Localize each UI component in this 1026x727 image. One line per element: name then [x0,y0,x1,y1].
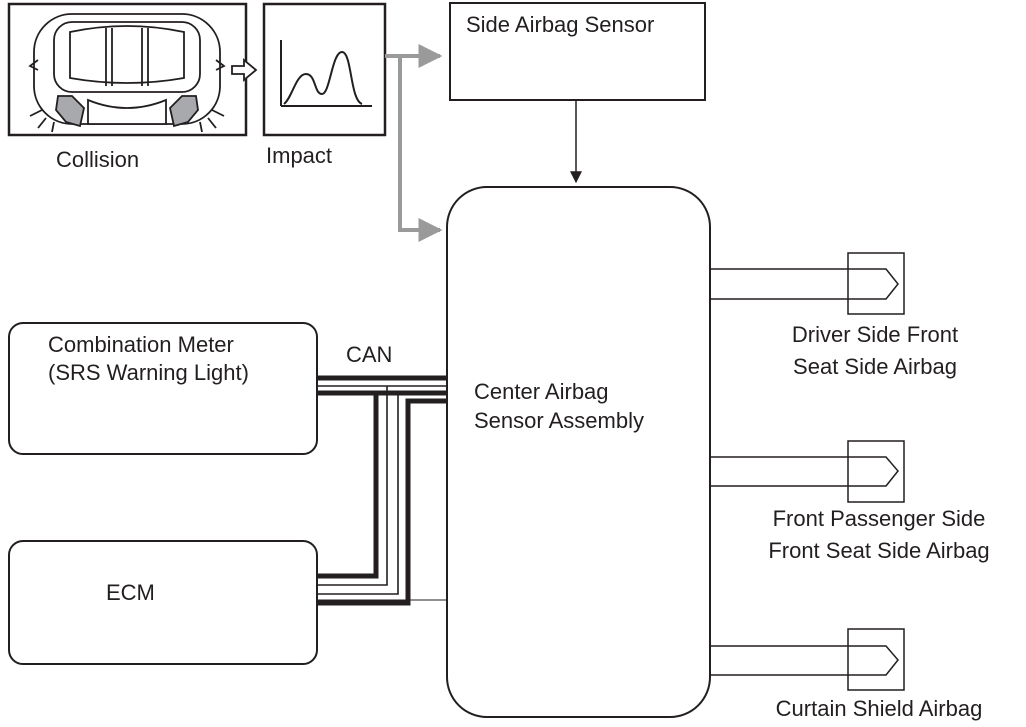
collision-box [7,2,248,137]
center-airbag-sensor-box [446,186,711,718]
driver-airbag-label-line2: Seat Side Airbag [793,354,957,379]
curtain-airbag-connector [710,628,905,691]
side-airbag-sensor-box [449,2,706,101]
combination-meter-box [8,322,318,455]
center-airbag-label-line1: Center Airbag [474,379,609,404]
combination-meter-label-line2: (SRS Warning Light) [48,360,249,385]
car-collision-icon [28,13,226,133]
impact-box [262,2,387,137]
impact-label: Impact [266,143,333,168]
ecm-label: ECM [106,580,155,605]
side-airbag-sensor-label: Side Airbag Sensor [466,12,655,37]
impact-waveform-icon [280,40,372,107]
can-bus-lines [317,375,447,606]
passenger-airbag-label-line1: Front Passenger Side [772,506,986,531]
can-bus-label: CAN [346,342,393,367]
passenger-airbag-connector [710,440,905,503]
ecm-box [8,540,318,665]
combination-meter-label-line1: Combination Meter [48,332,234,357]
hollow-arrow-icon [231,58,258,82]
center-airbag-label-line2: Sensor Assembly [474,408,644,433]
impact-signal-connector [385,44,443,242]
driver-airbag-label-line1: Driver Side Front [791,322,959,347]
passenger-airbag-label-line2: Front Seat Side Airbag [768,538,990,563]
curtain-airbag-label: Curtain Shield Airbag [775,696,983,721]
driver-airbag-connector [710,252,905,315]
collision-label: Collision [56,147,140,172]
